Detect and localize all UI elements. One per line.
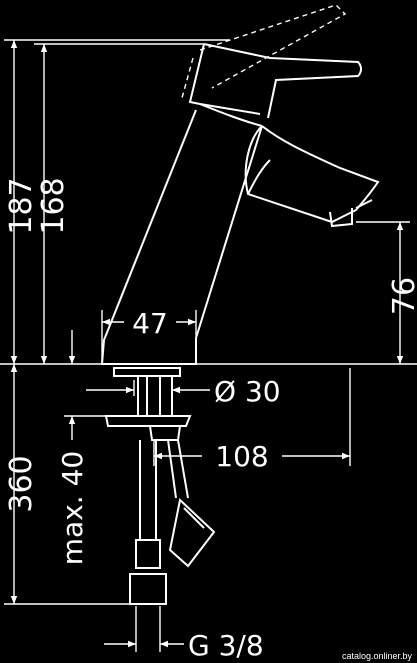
dimension-108: [153, 368, 351, 466]
label-47: 47: [132, 307, 168, 340]
dimension-47: [101, 310, 197, 364]
dimension-168: [34, 43, 204, 364]
dimension-187: [4, 39, 230, 364]
label-g-3-8: G 3/8: [188, 629, 264, 662]
label-diameter-30: Ø 30: [214, 375, 281, 408]
dimension-360: [4, 364, 140, 605]
watermark: catalog.onliner.by: [342, 651, 413, 661]
dimension-g-3-8: [104, 606, 184, 652]
mounting-assembly: [104, 367, 216, 605]
label-108: 108: [215, 440, 268, 473]
label-76: 76: [387, 277, 417, 315]
label-360: 360: [4, 455, 39, 512]
label-168: 168: [36, 177, 71, 234]
dimension-76: [356, 221, 410, 364]
dimension-30: [86, 380, 210, 396]
label-187: 187: [4, 177, 39, 234]
label-max-40: max. 40: [56, 451, 89, 565]
faucet-body: [100, 43, 380, 365]
lever-alternate-position: [181, 4, 347, 99]
dimension-max-40: [64, 415, 110, 440]
